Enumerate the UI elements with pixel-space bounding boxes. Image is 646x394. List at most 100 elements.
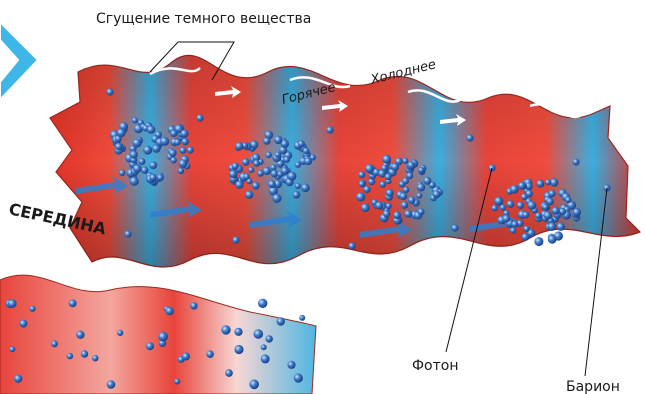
particle — [14, 375, 22, 383]
particle — [407, 161, 415, 169]
particle — [393, 211, 401, 219]
particle — [552, 207, 560, 215]
particle — [416, 193, 422, 199]
particle — [180, 147, 187, 154]
particle — [287, 172, 296, 181]
particle — [382, 155, 391, 164]
particle — [536, 180, 544, 188]
particle — [404, 210, 412, 218]
particle — [298, 140, 305, 147]
particle — [500, 204, 506, 210]
particle — [403, 187, 409, 193]
label-photon: Фотон — [412, 358, 459, 374]
particle — [69, 300, 77, 308]
lower-sheet — [0, 275, 316, 394]
particle — [182, 353, 190, 361]
particle — [268, 180, 276, 188]
particle — [250, 141, 258, 149]
particle — [293, 191, 301, 199]
particle — [363, 186, 370, 193]
particle — [235, 142, 243, 150]
particle — [356, 192, 365, 201]
particle — [253, 160, 260, 167]
particle — [402, 158, 408, 164]
particle — [361, 203, 370, 212]
particle — [141, 166, 148, 173]
particle — [170, 130, 177, 137]
particle — [303, 148, 310, 155]
particle — [523, 226, 530, 233]
particle — [548, 235, 557, 244]
particle — [243, 173, 250, 180]
particle — [502, 215, 510, 223]
particle — [548, 222, 557, 231]
particle — [190, 302, 197, 309]
particle — [418, 208, 425, 215]
particle — [272, 194, 281, 203]
particle — [9, 346, 15, 352]
particle — [277, 171, 283, 177]
particle — [386, 189, 394, 197]
particle — [146, 342, 154, 350]
particle — [152, 144, 160, 152]
particle — [494, 197, 503, 206]
particle — [365, 164, 374, 173]
particle — [275, 152, 281, 158]
particle — [534, 237, 543, 246]
particle — [266, 335, 273, 342]
particle — [130, 151, 138, 159]
particle — [270, 164, 276, 170]
particle — [174, 379, 180, 385]
particle — [557, 223, 565, 231]
particle — [253, 329, 263, 339]
particle — [545, 179, 551, 185]
particle — [51, 340, 58, 347]
particle — [287, 361, 295, 369]
particle — [107, 380, 116, 389]
particle — [263, 137, 270, 144]
particle — [248, 167, 254, 173]
particle — [263, 167, 271, 175]
particle — [221, 325, 230, 334]
particle — [157, 174, 164, 181]
particle — [507, 200, 515, 208]
particle — [234, 345, 243, 354]
particle — [510, 227, 516, 233]
particle — [8, 299, 17, 308]
particle — [149, 174, 156, 181]
particle — [492, 205, 498, 211]
particle — [232, 163, 239, 170]
particle — [92, 355, 98, 361]
loose-particle — [451, 224, 458, 231]
particle — [526, 190, 533, 197]
particle — [522, 233, 530, 241]
label-baryon: Барион — [566, 379, 620, 394]
loose-particle — [572, 158, 579, 165]
label-dark-matter: Сгущение темного вещества — [96, 11, 311, 27]
particle — [522, 211, 529, 218]
particle — [565, 197, 571, 203]
particle — [517, 202, 524, 209]
particle — [261, 354, 270, 363]
particle — [147, 125, 155, 133]
particle — [76, 331, 84, 339]
particle — [294, 373, 303, 382]
particle — [171, 157, 177, 163]
particle — [180, 130, 188, 138]
particle — [206, 350, 214, 358]
particle — [160, 137, 169, 146]
particle — [252, 182, 260, 190]
particle — [295, 183, 301, 189]
particle — [359, 181, 366, 188]
particle — [242, 158, 250, 166]
particle — [132, 117, 138, 123]
particle — [386, 203, 392, 209]
particle — [510, 185, 519, 194]
particle — [117, 330, 123, 336]
particle — [67, 353, 73, 359]
particle — [550, 178, 558, 186]
blue-arrow-fragment — [0, 22, 38, 100]
particle — [165, 307, 173, 315]
